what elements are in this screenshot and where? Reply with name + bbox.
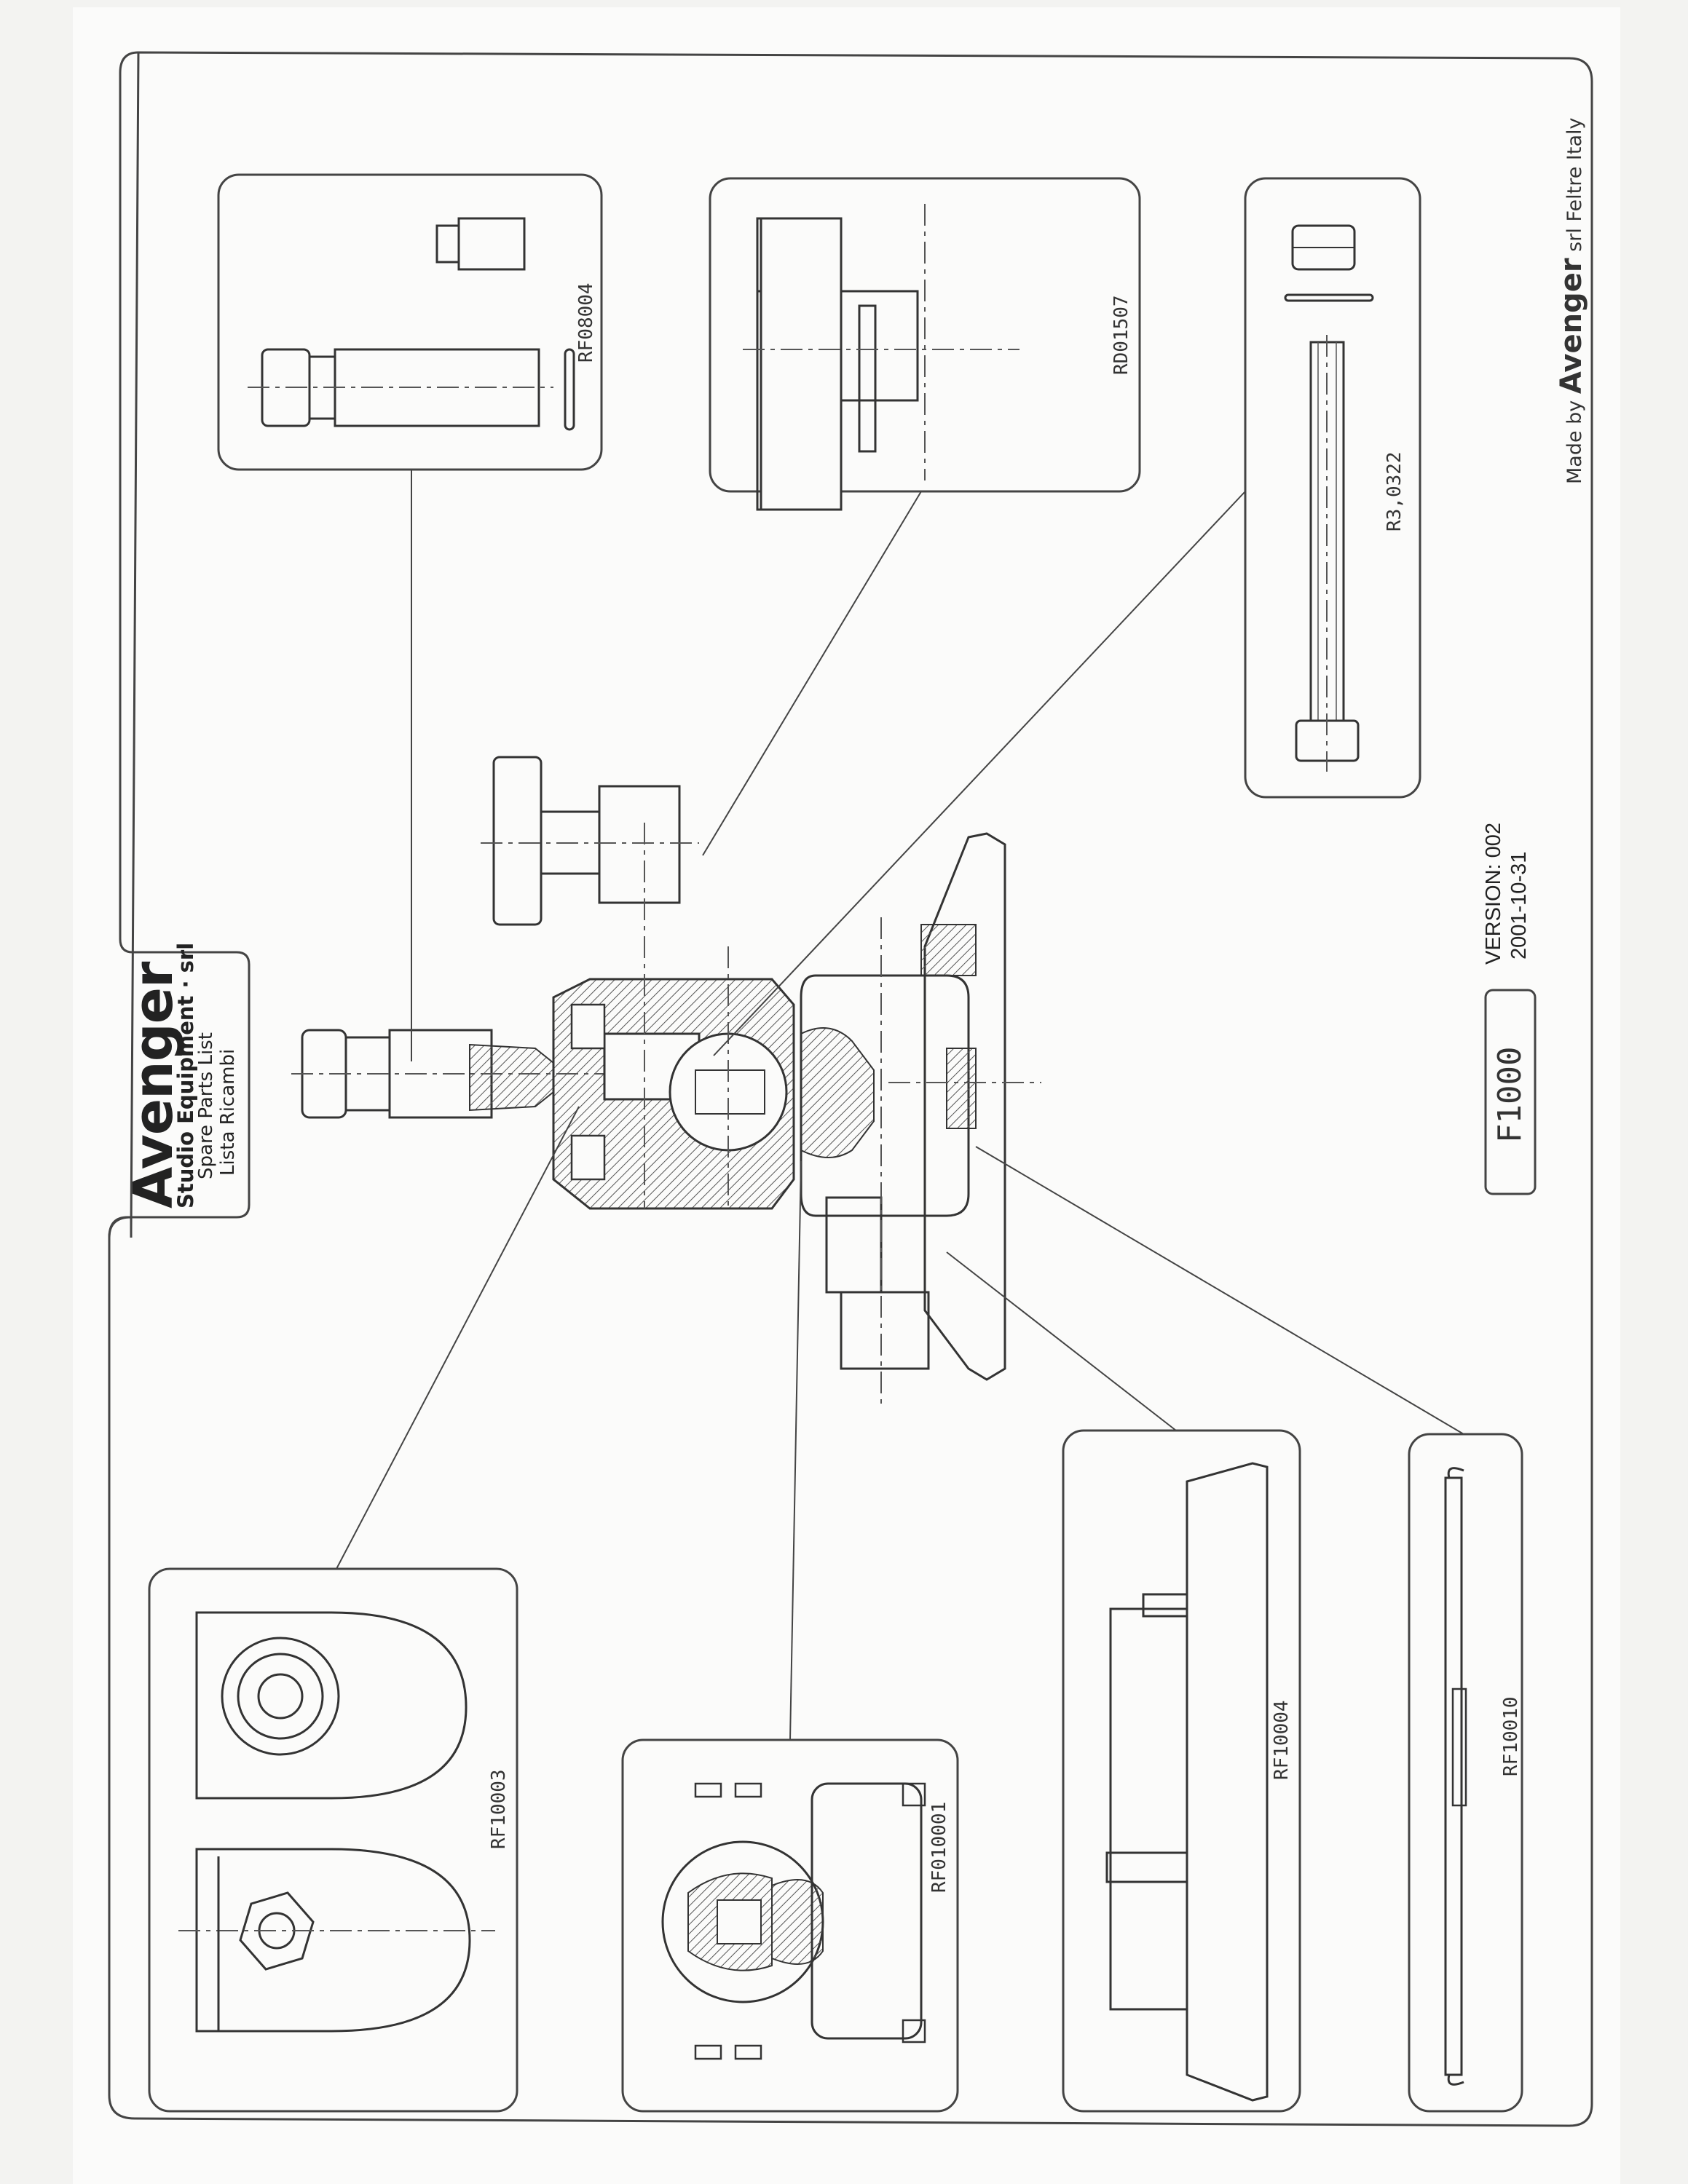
label-rf10003: RF10003 — [488, 1769, 510, 1849]
part-box-rf10010 — [1408, 1433, 1523, 2113]
footer-location: srl Feltre Italy — [1563, 117, 1586, 252]
leader-lines — [336, 470, 1464, 1741]
version-date: 2001-10-31 — [1507, 851, 1531, 960]
label-rf010001: RF010001 — [928, 1801, 950, 1893]
footer-made-by: Made by Avenger srl Feltre Italy — [1555, 118, 1588, 484]
central-assembly — [291, 756, 1041, 1405]
label-rf10010: RF10010 — [1500, 1696, 1522, 1776]
part-box-rf10004 — [1062, 1429, 1301, 2113]
part-box-r3-0322 — [1244, 177, 1421, 799]
part-box-rf08004 — [217, 173, 603, 471]
part-box-rf10003 — [148, 1567, 518, 2113]
label-rd01507: RD01507 — [1111, 295, 1132, 375]
model-number: F1000 — [1491, 1046, 1529, 1143]
version-label: VERSION: 002 — [1482, 822, 1505, 965]
brand-subtitle: Studio Equipment · srl — [173, 942, 198, 1208]
brand-line-lista-ricambi: Lista Ricambi — [217, 1048, 239, 1176]
label-rf08004: RF08004 — [575, 282, 597, 363]
model-box — [1484, 989, 1537, 1195]
label-r3-0322: R3,0322 — [1384, 451, 1405, 531]
part-box-rd01507 — [709, 177, 1141, 511]
label-rf10004: RF10004 — [1271, 1700, 1293, 1780]
footer-brand: Avenger — [1555, 258, 1588, 395]
footer-made-by-text: Made by — [1563, 400, 1586, 484]
brand-line-spare-parts: Spare Parts List — [195, 1032, 217, 1179]
part-box-rf010001 — [621, 1738, 959, 2113]
